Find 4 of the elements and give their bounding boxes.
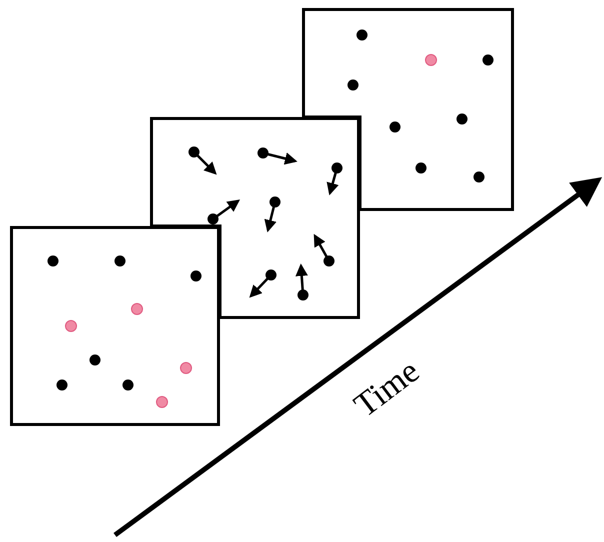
axis-label: Time <box>348 352 427 426</box>
panel-frame <box>302 8 514 211</box>
panel-frame <box>10 226 220 426</box>
panel-frame <box>150 117 360 319</box>
